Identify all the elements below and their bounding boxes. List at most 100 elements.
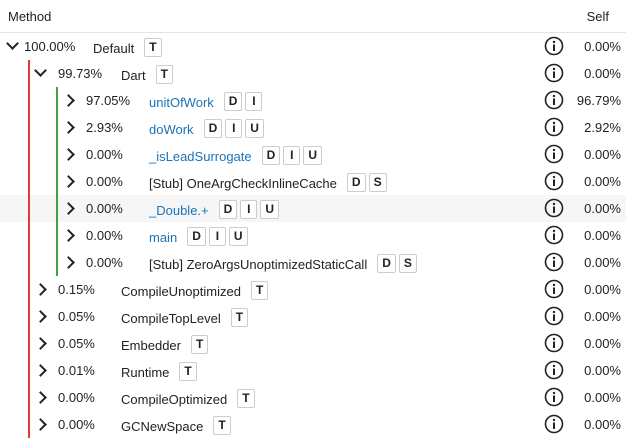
method-name: [Stub] ZeroArgsUnoptimizedStaticCall: [149, 256, 368, 272]
chevron-right-icon[interactable]: [62, 229, 75, 242]
info-icon[interactable]: [544, 414, 564, 434]
info-icon[interactable]: [544, 279, 564, 299]
depth-bar-red: [28, 87, 30, 114]
chevron-right-icon[interactable]: [62, 175, 75, 188]
self-percent: 96.79%: [576, 93, 621, 108]
chevron-down-icon[interactable]: [6, 37, 19, 50]
total-percent: 0.01%: [58, 363, 95, 378]
table-header: Method Self: [0, 0, 626, 33]
self-percent: 0.00%: [584, 309, 621, 324]
info-icon[interactable]: [544, 36, 564, 56]
chevron-right-icon[interactable]: [62, 148, 75, 161]
tag-badge: T: [144, 38, 162, 57]
depth-bar-red: [28, 357, 30, 384]
total-percent: 0.00%: [86, 255, 123, 270]
depth-bar-red: [28, 276, 30, 303]
tree-row[interactable]: 0.00% [Stub] ZeroArgsUnoptimizedStaticCal…: [0, 249, 626, 276]
chevron-right-icon[interactable]: [34, 283, 47, 296]
chevron-right-icon[interactable]: [62, 94, 75, 107]
total-percent: 0.00%: [86, 174, 123, 189]
info-icon[interactable]: [544, 90, 564, 110]
tag-badge: T: [213, 416, 231, 435]
tag-badge: I: [208, 227, 226, 246]
column-header-method[interactable]: Method: [8, 9, 52, 24]
self-percent: 0.00%: [584, 390, 621, 405]
info-icon[interactable]: [544, 333, 564, 353]
chevron-right-icon[interactable]: [62, 256, 75, 269]
chevron-right-icon[interactable]: [34, 364, 47, 377]
column-header-self[interactable]: Self: [586, 9, 609, 24]
info-icon[interactable]: [544, 171, 564, 191]
tag-badge: D: [218, 200, 238, 219]
info-icon[interactable]: [544, 117, 564, 137]
self-percent: 0.00%: [584, 147, 621, 162]
method-name: CompileUnoptimized: [121, 283, 241, 299]
info-icon[interactable]: [544, 198, 564, 218]
method-link[interactable]: doWork: [149, 121, 194, 137]
info-icon[interactable]: [544, 225, 564, 245]
self-percent: 0.00%: [584, 336, 621, 351]
depth-bar-red: [28, 195, 30, 222]
total-percent: 0.00%: [86, 228, 123, 243]
method-name: [Stub] OneArgCheckInlineCache: [149, 175, 337, 191]
tag-badge: S: [368, 173, 387, 192]
tag-badge: T: [237, 389, 255, 408]
method-link[interactable]: _isLeadSurrogate: [149, 148, 252, 164]
tag-badge: D: [203, 119, 223, 138]
total-percent: 99.73%: [58, 66, 103, 81]
depth-bar-red: [28, 249, 30, 276]
tag-badge: T: [230, 308, 249, 327]
chevron-right-icon[interactable]: [62, 121, 75, 134]
chevron-right-icon[interactable]: [34, 337, 47, 350]
chevron-right-icon[interactable]: [62, 202, 75, 215]
depth-bar-red: [28, 411, 30, 438]
info-icon[interactable]: [544, 387, 564, 407]
chevron-right-icon[interactable]: [34, 391, 47, 404]
chevron-down-icon[interactable]: [34, 64, 47, 77]
info-icon[interactable]: [544, 63, 564, 83]
tag-badge: I: [245, 92, 263, 111]
chevron-right-icon[interactable]: [34, 310, 47, 323]
info-icon[interactable]: [544, 360, 564, 380]
depth-bar-red: [28, 303, 30, 330]
tag-badge: D: [377, 254, 396, 273]
method-link[interactable]: _Double.+: [149, 202, 209, 218]
total-percent: 0.15%: [58, 282, 95, 297]
method-link[interactable]: main: [149, 229, 178, 245]
info-icon[interactable]: [544, 144, 564, 164]
depth-bar-green: [56, 195, 58, 222]
method-link[interactable]: unitOfWork: [149, 94, 214, 110]
depth-bar-red: [28, 60, 30, 87]
depth-bar-red: [28, 114, 30, 141]
info-icon[interactable]: [544, 306, 564, 326]
total-percent: 0.05%: [58, 336, 95, 351]
info-icon[interactable]: [544, 252, 564, 272]
self-percent: 0.00%: [584, 255, 621, 270]
self-percent: 0.00%: [584, 201, 621, 216]
chevron-right-icon[interactable]: [34, 418, 47, 431]
